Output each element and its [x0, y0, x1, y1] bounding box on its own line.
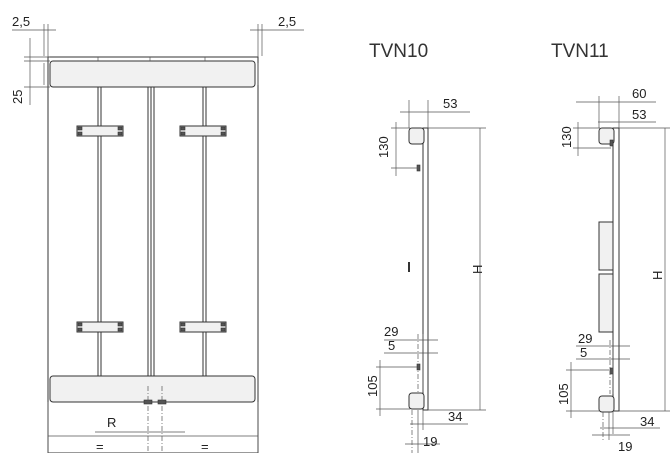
front-view: 2,5 2,5 25 R = =: [10, 14, 304, 453]
tvn11-dim-depth: 53: [632, 107, 646, 122]
tvn11-dim-19: 19: [618, 439, 632, 453]
tvn10-bottom-collector: [408, 392, 425, 410]
dim-right-edge: 2,5: [278, 14, 296, 29]
tvn10-top-collector: [408, 127, 425, 145]
equal-right: =: [201, 439, 209, 453]
dim-top-collector: 25: [10, 90, 25, 104]
dim-left-edge: 2,5: [12, 14, 30, 29]
tvn11-title: TVN11: [551, 41, 609, 62]
tvn10-panel: [422, 127, 429, 411]
tvn10-side-view: TVN10 53 130 H 29 5: [365, 41, 486, 453]
tvn11-dim-5: 5: [580, 345, 587, 360]
tvn11-dim-bottom-bracket: 105: [556, 383, 571, 405]
tvn10-dim-29: 29: [384, 324, 398, 339]
tvn10-dim-bottom-bracket: 105: [365, 375, 380, 397]
tvn10-dim-34: 34: [448, 409, 462, 424]
radiator-outline: [47, 56, 259, 453]
tvn10-dim-height: H: [470, 265, 485, 274]
tvn11-panel: [612, 127, 620, 412]
tvn11-dim-height: H: [650, 271, 665, 280]
wall-brackets: [76, 125, 227, 333]
tvn10-dim-19: 19: [423, 434, 437, 449]
tvn11-bottom-collector: [598, 395, 615, 413]
tvn10-dim-5: 5: [388, 338, 395, 353]
equal-left: =: [96, 439, 104, 453]
tvn11-side-view: TVN11 60 53 130 H 29 5: [551, 41, 670, 453]
tvn10-dim-depth: 53: [443, 96, 457, 111]
dim-r: R: [107, 415, 116, 430]
tvn10-title: TVN10: [369, 41, 428, 62]
tvn10-dim-top-bracket: 130: [376, 136, 391, 158]
tvn11-dim-top-bracket: 130: [559, 126, 574, 148]
bottom-collector: [49, 375, 256, 403]
tvn11-convector-lower: [598, 273, 614, 333]
tvn11-convector-upper: [598, 221, 614, 271]
tvn11-dim-34: 34: [640, 414, 654, 429]
tvn11-dim-outer-depth: 60: [632, 86, 646, 101]
top-collector: [49, 60, 256, 88]
tvn11-dim-29: 29: [578, 331, 592, 346]
